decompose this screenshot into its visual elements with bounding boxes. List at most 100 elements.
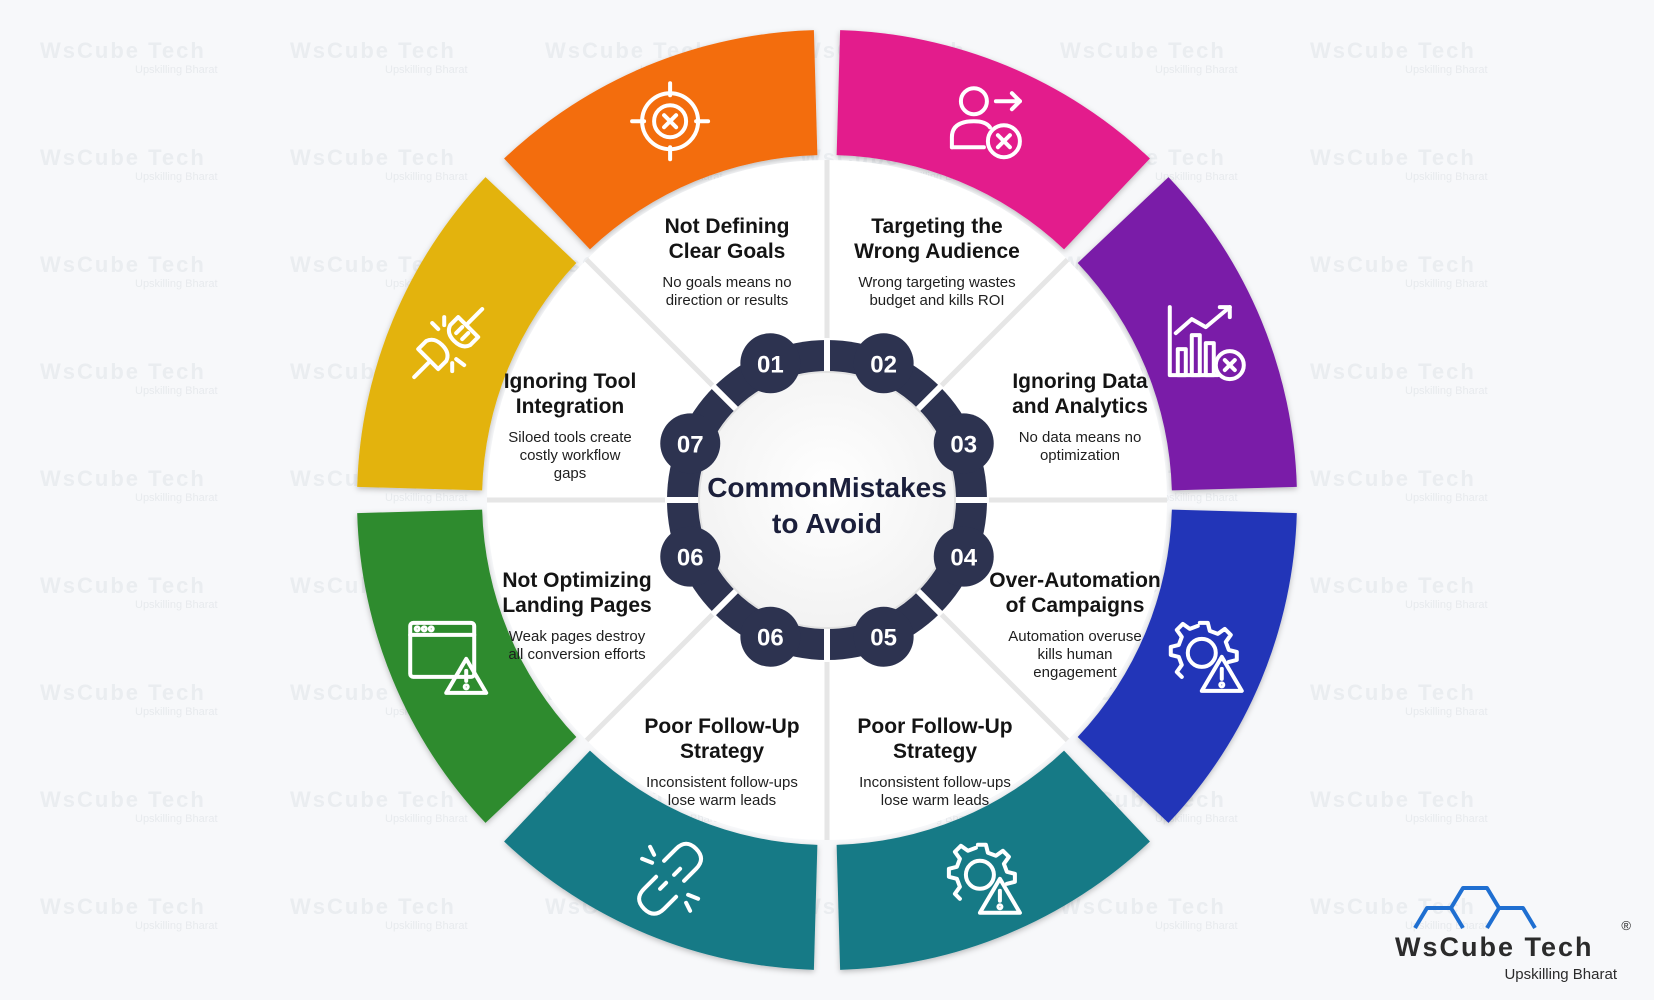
ring-segment-teal-left [504,750,818,970]
segment-title: Over-Automation [989,569,1161,592]
segment-description: lose warm leads [668,792,776,809]
number-badge-label: 06 [757,625,784,652]
watermark-subtext: Upskilling Bharat [135,706,218,718]
watermark-subtext: Upskilling Bharat [135,492,218,504]
center-white-circle [698,371,956,629]
segment-description: all conversion efforts [508,646,645,663]
broken-link-icon [637,841,704,916]
segment-divider [584,257,716,389]
segment-title: Ignoring Data [1012,370,1148,393]
segment-description: gaps [554,465,587,482]
ring-segment-green [357,509,577,823]
segment-title: Landing Pages [502,594,651,617]
watermark-subtext: Upskilling Bharat [1405,920,1488,932]
watermark-text: WsCube Tech [40,680,206,705]
watermark-text: WsCube Tech [1310,573,1476,598]
watermark-subtext: Upskilling Bharat [1155,64,1238,76]
watermark-subtext: Upskilling Bharat [135,385,218,397]
segment-title: Not Optimizing [502,569,651,592]
unplug-icon [412,307,485,380]
ring-segment-teal-right [836,750,1150,970]
number-badge-label: 03 [950,431,977,458]
watermark-text: WsCube Tech [290,145,456,170]
number-badge-label: 02 [870,351,897,378]
watermark-subtext: Upskilling Bharat [135,64,218,76]
ring-segment-pink [836,30,1150,250]
watermark-text: WsCube Tech [1310,252,1476,277]
logo-tagline: Upskilling Bharat [1504,966,1617,983]
watermark-subtext: Upskilling Bharat [135,599,218,611]
segment-divider [938,611,1070,743]
segment-description: kills human [1037,646,1112,663]
watermark-text: WsCube Tech [290,38,456,63]
watermark-text: WsCube Tech [40,573,206,598]
segment-title: Ignoring Tool [504,370,637,393]
number-badge [933,526,994,587]
segment-title: of Campaigns [1006,594,1145,617]
segment-description: Automation overuse [1008,628,1141,645]
segment-description: Wrong targeting wastes [858,274,1015,291]
watermark-text: WsCube Tech [40,359,206,384]
segment-description: Inconsistent follow-ups [646,774,798,791]
segment-divider [584,611,716,743]
watermark-text: WsCube Tech [40,252,206,277]
watermark-text: WsCube Tech [1310,787,1476,812]
segment-title: Strategy [893,740,977,763]
watermark-subtext: Upskilling Bharat [1405,385,1488,397]
number-badge [660,526,721,587]
segment-title: Poor Follow-Up [644,715,799,738]
number-badge-label: 06 [677,545,704,572]
watermark-text: WsCube Tech [1310,466,1476,491]
hub-gap [913,586,944,617]
watermark-text: WsCube Tech [1310,145,1476,170]
segment-description: engagement [1033,664,1117,681]
hexagon-logo-icon [1413,886,1537,930]
segment-title: and Analytics [1012,395,1148,418]
watermark-subtext: Upskilling Bharat [1405,599,1488,611]
logo-registered-mark: ® [1621,918,1631,933]
browser-warning-icon [408,620,489,695]
watermark-text: WsCube Tech [1060,894,1226,919]
watermark-text: WsCube Tech [1310,680,1476,705]
segment-description: No data means no [1019,429,1142,446]
watermark-subtext: Upskilling Bharat [1405,706,1488,718]
segment-description: direction or results [666,292,789,309]
segment-description: budget and kills ROI [869,292,1004,309]
hub-gap [710,383,741,414]
hub-gap [913,383,944,414]
number-badge [740,606,801,667]
watermark-text: WsCube Tech [40,466,206,491]
number-badge-label: 05 [870,625,897,652]
watermark-text: WsCube Tech [40,38,206,63]
segment-description: lose warm leads [881,792,989,809]
watermark-subtext: Upskilling Bharat [1405,171,1488,183]
outer-ring [357,30,1297,970]
chart-x-icon [1167,305,1246,382]
watermark-subtext: Upskilling Bharat [135,171,218,183]
ring-segment-purple [1077,177,1297,491]
segment-title: Strategy [680,740,764,763]
watermark-text: WsCube Tech [290,894,456,919]
watermark-subtext: Upskilling Bharat [1405,64,1488,76]
watermark-subtext: Upskilling Bharat [385,920,468,932]
number-badge [660,413,721,474]
